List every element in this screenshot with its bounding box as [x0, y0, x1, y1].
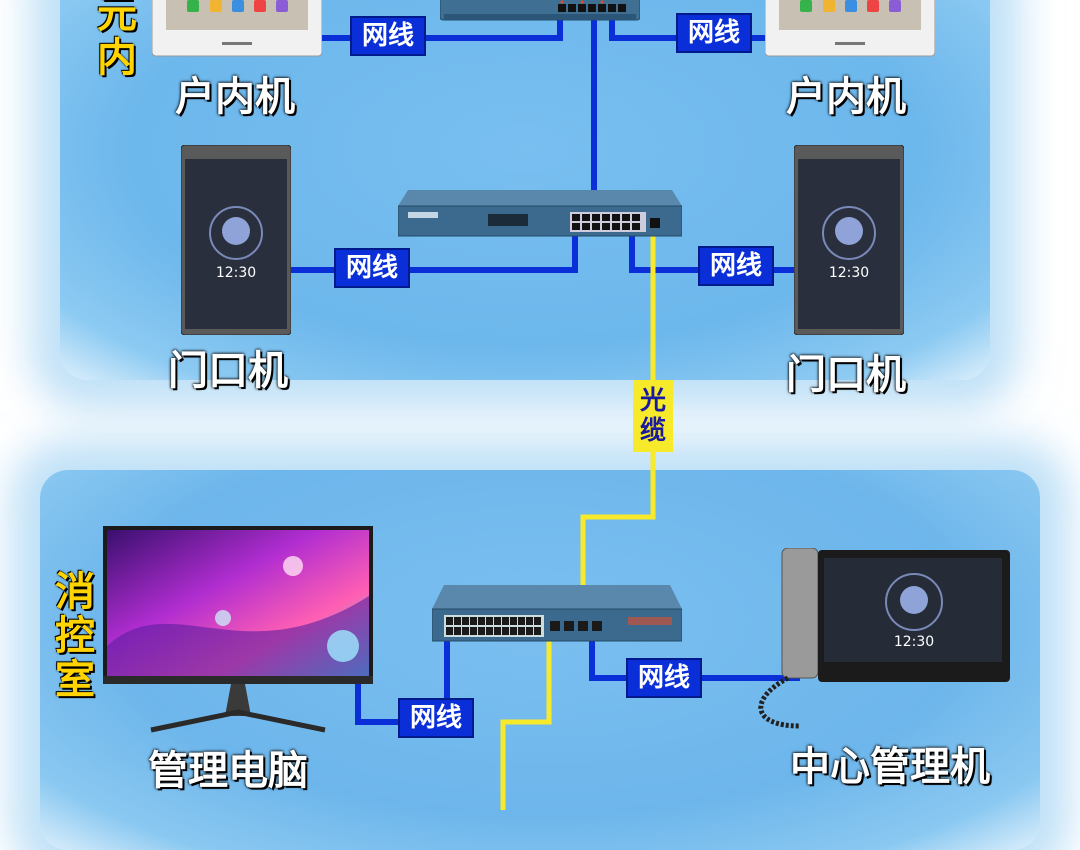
access-switch-middle	[397, 190, 683, 238]
fiber-cable-down	[500, 640, 552, 810]
center-unit-label: 中心管理机	[790, 744, 990, 790]
poe-switch-top	[439, 0, 641, 24]
door-right-label: 门口机	[786, 352, 906, 398]
door-left-clock: 12:30	[216, 265, 256, 281]
cable-center	[589, 640, 800, 681]
control-room-label: 消 控 室	[55, 569, 95, 703]
building-zone-label: 元 内	[97, 0, 137, 81]
center-management-unit: 12:30	[740, 547, 1012, 730]
core-switch-bottom	[431, 585, 683, 643]
pc-label: 管理电脑	[148, 748, 308, 794]
fiber-cable-main	[580, 235, 656, 630]
network-cable-label: 网线	[626, 658, 703, 698]
center-unit-clock: 12:30	[894, 634, 934, 650]
indoor-monitor-right	[764, 0, 936, 58]
door-station-left: 12:30	[180, 144, 292, 336]
network-cable-label: 网线	[676, 13, 753, 53]
indoor-right-label: 户内机	[786, 74, 906, 120]
door-station-right: 12:30	[793, 144, 905, 336]
door-left-label: 门口机	[168, 348, 288, 394]
door-right-clock: 12:30	[829, 265, 869, 281]
network-cable-label: 网线	[398, 698, 475, 738]
indoor-left-label: 户内机	[175, 74, 295, 120]
network-cable-label: 网线	[350, 16, 427, 56]
indoor-monitor-left	[151, 0, 323, 58]
network-cable-label: 网线	[698, 246, 775, 286]
cable-door-left	[290, 235, 578, 273]
fiber-cable-label: 光缆	[633, 380, 673, 452]
management-pc-monitor	[103, 526, 373, 734]
network-cable-label: 网线	[334, 248, 411, 288]
